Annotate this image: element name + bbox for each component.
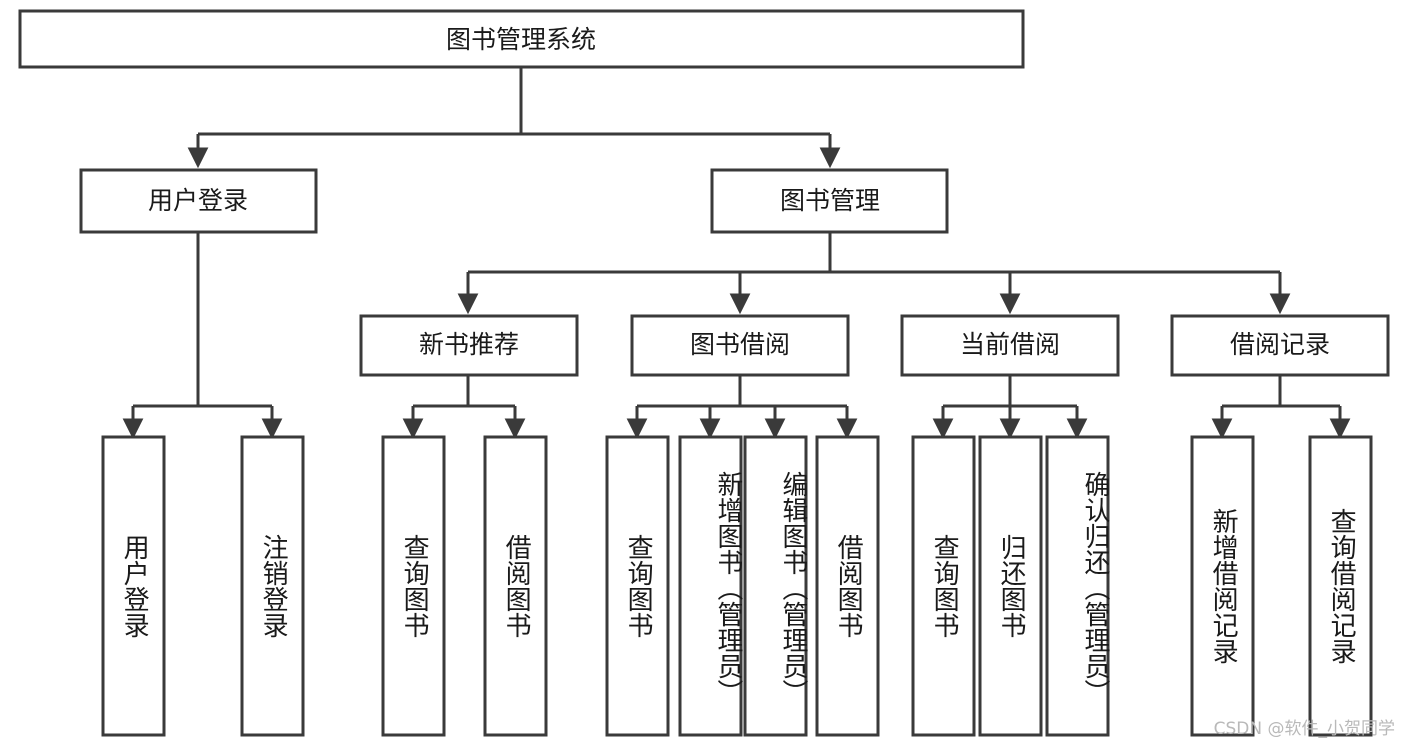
node-book-manage-label: 图书管理 xyxy=(780,186,880,215)
node-current-borrow[interactable]: 当前借阅 xyxy=(900,314,1120,377)
node-borrow-record[interactable]: 借阅记录 xyxy=(1170,314,1390,377)
leaf-box-current-borrow-3[interactable] xyxy=(1045,435,1110,737)
leaf-box-new-book-1[interactable] xyxy=(381,435,446,737)
node-book-borrow-label: 图书借阅 xyxy=(690,330,790,359)
node-new-book-recommend[interactable]: 新书推荐 xyxy=(359,314,579,377)
edges-new-book-recommend-to-leaves xyxy=(402,375,526,440)
node-new-book-recommend-label: 新书推荐 xyxy=(419,330,519,359)
node-current-borrow-label: 当前借阅 xyxy=(960,330,1060,359)
node-new-book-recommend-box[interactable] xyxy=(359,314,579,377)
leaf-box-borrow-record-2[interactable] xyxy=(1308,435,1373,737)
edges-user-login-to-leaves xyxy=(122,232,283,440)
node-root[interactable]: 图书管理系统 xyxy=(18,9,1025,69)
node-user-login-box[interactable] xyxy=(79,168,318,234)
node-user-login[interactable]: 用户登录 xyxy=(79,168,318,234)
leaf-box-user-login-2[interactable] xyxy=(240,435,305,737)
node-book-manage[interactable]: 图书管理 xyxy=(710,168,949,234)
node-book-manage-box[interactable] xyxy=(710,168,949,234)
node-book-borrow[interactable]: 图书借阅 xyxy=(630,314,850,377)
edges-book-borrow-to-leaves xyxy=(626,375,858,440)
leaf-box-borrow-record-1[interactable] xyxy=(1190,435,1255,737)
edges-borrow-record-to-leaves xyxy=(1211,375,1351,440)
leaf-box-new-book-2[interactable] xyxy=(483,435,548,737)
leaf-box-book-borrow-2[interactable] xyxy=(678,435,743,737)
node-borrow-record-label: 借阅记录 xyxy=(1230,330,1330,359)
node-current-borrow-box[interactable] xyxy=(900,314,1120,377)
leaf-box-user-login-1[interactable] xyxy=(101,435,166,737)
node-user-login-label: 用户登录 xyxy=(148,186,248,215)
leaf-box-book-borrow-3[interactable] xyxy=(743,435,808,737)
edges-book-manage-to-level3 xyxy=(457,232,1291,315)
csdn-watermark: CSDN @软件_小贺同学 xyxy=(1213,719,1395,739)
edges-root-to-level2 xyxy=(187,67,841,169)
leaf-box-book-borrow-1[interactable] xyxy=(605,435,670,737)
leaf-box-book-borrow-4[interactable] xyxy=(815,435,880,737)
leaf-box-current-borrow-2[interactable] xyxy=(978,435,1043,737)
node-borrow-record-box[interactable] xyxy=(1170,314,1390,377)
leaf-box-current-borrow-1[interactable] xyxy=(911,435,976,737)
edges-current-borrow-to-leaves xyxy=(932,375,1088,440)
node-book-borrow-box[interactable] xyxy=(630,314,850,377)
node-root-box[interactable] xyxy=(18,9,1025,69)
node-root-label: 图书管理系统 xyxy=(446,25,596,54)
leaf-boxes xyxy=(101,435,1373,737)
